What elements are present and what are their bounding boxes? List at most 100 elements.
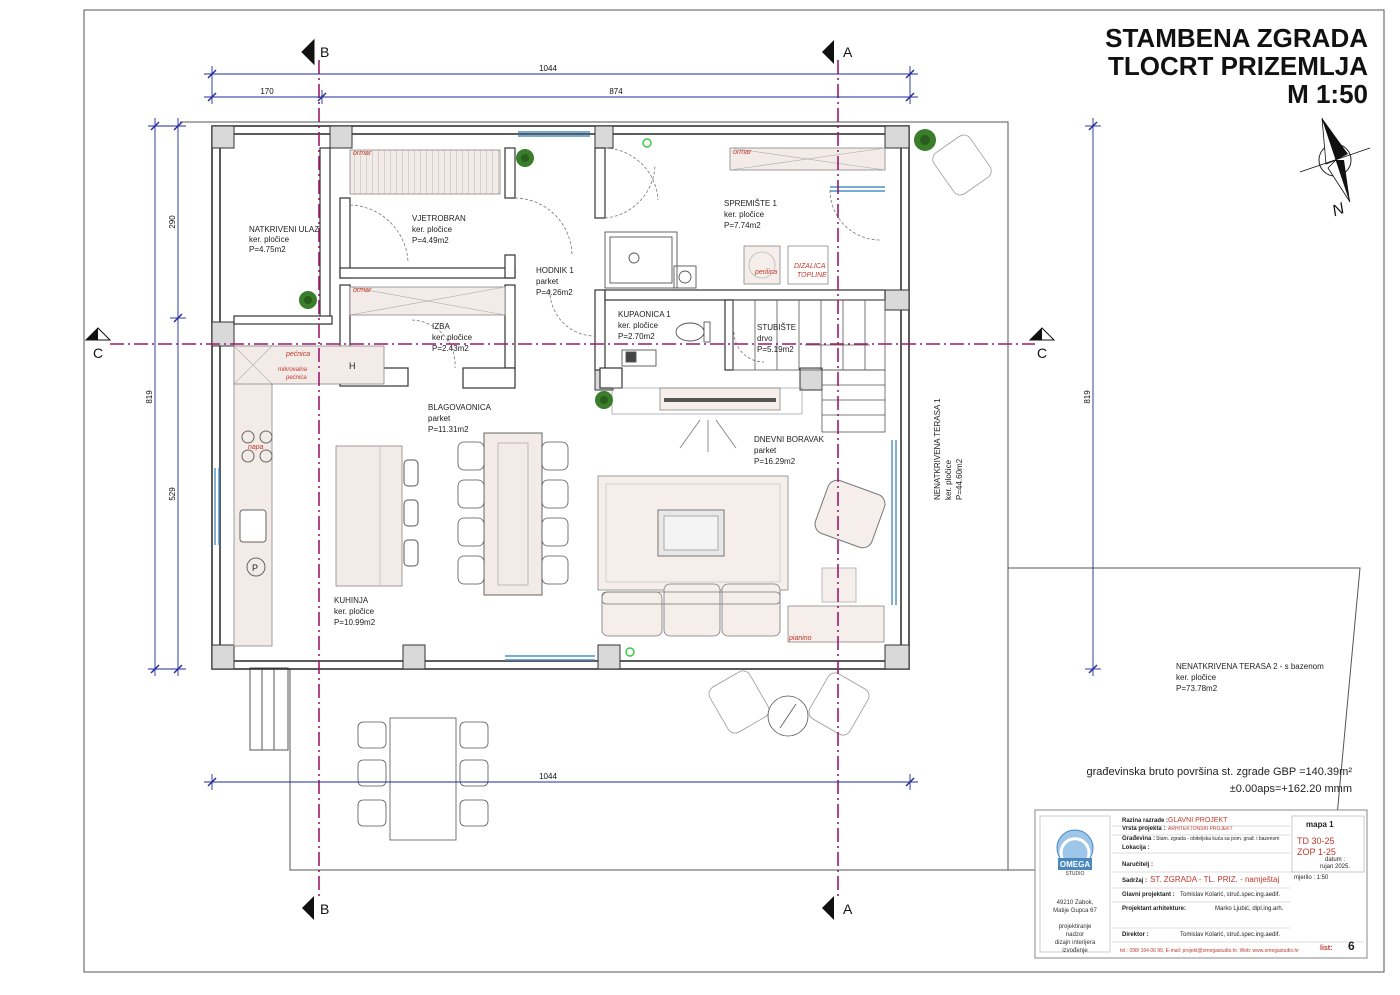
ormar-label-1: ormar <box>353 150 372 157</box>
sadrzaj-label: Sadržaj : <box>1122 878 1147 884</box>
section-a-bottom: A <box>843 901 853 917</box>
terrace1-labels: NENATKRIVENA TERASA 1 ker. pločice P=44.… <box>933 398 964 500</box>
section-b-bottom: B <box>320 901 329 917</box>
room-name-vjetrobran: VJETROBRAN <box>412 214 466 223</box>
firm-address-2: Matije Gupca 67 <box>1053 908 1097 914</box>
room-area-spremiste: P=7.74m2 <box>724 221 761 230</box>
room-area-dnevni: P=16.29m2 <box>754 457 796 466</box>
dim-top-right: 874 <box>609 87 623 96</box>
room-area-kuhinja: P=10.99m2 <box>334 618 376 627</box>
outdoor-furniture <box>357 134 992 841</box>
room-floor-terasa1: ker. pločice <box>944 459 953 500</box>
room-area-blagovaonica: P=11.31m2 <box>428 425 469 434</box>
room-name-hodnik: HODNIK 1 <box>536 266 574 275</box>
pecnica2-label: pećnica <box>285 375 307 381</box>
title-line-1: STAMBENA ZGRADA <box>1105 23 1368 53</box>
dim-top-left: 170 <box>260 87 274 96</box>
firm-services: projektiranje nadzor dizajn interijera i… <box>1055 924 1096 954</box>
room-name-terasa2: NENATKRIVENA TERASA 2 - s bazenom <box>1176 662 1324 671</box>
dimension-ticks <box>150 69 1098 787</box>
room-floor-blagovaonica: parket <box>428 414 451 423</box>
room-name-blagovaonica: BLAGOVAONICA <box>428 403 492 412</box>
section-a-top: A <box>843 44 853 60</box>
lights <box>625 138 652 657</box>
title-block-meta: mapa 1 TD 30-25 ZOP 1-25 datum : rujan 2… <box>1294 820 1355 953</box>
title-block-dividers <box>1112 825 1364 943</box>
storage-items <box>743 245 829 285</box>
room-floor-dnevni: parket <box>754 446 777 455</box>
td-number: TD 30-25 <box>1297 836 1335 846</box>
room-name-kupaonica: KUPAONICA 1 <box>618 310 671 319</box>
zop-number: ZOP 1-25 <box>1297 847 1336 857</box>
room-floor-kupaonica: ker. pločice <box>618 321 659 330</box>
step-outline <box>249 667 289 751</box>
list-value: 6 <box>1348 939 1355 953</box>
pecnica-label: pećnica <box>285 351 310 358</box>
title-block-fields: Razina razrade : GLAVNI PROJEKT Vrsta pr… <box>1120 817 1299 954</box>
room-name-izba: IZBA <box>432 322 450 331</box>
fireplace-rays <box>679 419 737 452</box>
ormar-label-2: ormar <box>353 287 372 294</box>
firm-sub: STUDIO <box>1066 871 1085 877</box>
gradevina-value: Stam. zgrada - obiteljska kuća sa pom. g… <box>1156 836 1279 842</box>
vrsta-value: ARHITEKTONSKI PROJEKT <box>1168 826 1233 832</box>
room-area-vjetrobran: P=4.49m2 <box>412 236 449 245</box>
proj-arh-value: Marko Ljubić, dipl.ing.arh. <box>1215 906 1284 912</box>
title-line-3: M 1:50 <box>1287 79 1368 109</box>
service-2: nadzor <box>1066 932 1084 938</box>
north-label: N <box>1330 200 1347 220</box>
p-label: P <box>252 563 258 573</box>
room-name-natkriveni: NATKRIVENI ULAZ <box>249 225 319 234</box>
wall-fills <box>211 125 910 670</box>
lokacija-label: Lokacija : <box>1122 845 1150 851</box>
narucitelj-label: Naručitelj : <box>1122 862 1153 868</box>
dim-bottom-total: 1044 <box>539 772 557 781</box>
dim-right-total: 819 <box>1083 390 1092 404</box>
section-c-left: C <box>93 345 103 361</box>
terrace-outline <box>180 121 1009 871</box>
closets <box>349 147 886 316</box>
service-1: projektiranje <box>1059 924 1092 930</box>
title-line-2: TLOCRT PRIZEMLJA <box>1108 51 1368 81</box>
outer-walls <box>211 125 910 670</box>
dining-table <box>457 432 569 596</box>
windows <box>214 131 897 661</box>
mjerilo: mjerilo : 1:50 <box>1294 875 1329 881</box>
service-4: izvođenje <box>1062 948 1088 954</box>
room-name-spremiste: SPREMIŠTE 1 <box>724 199 777 208</box>
h-label: H <box>349 361 356 371</box>
service-3: dizajn interijera <box>1055 940 1096 946</box>
omega-logo <box>1056 829 1094 870</box>
firm-name: OMEGA <box>1060 860 1090 869</box>
sheet-title: STAMBENA ZGRADA TLOCRT PRIZEMLJA M 1:50 <box>1105 24 1368 108</box>
vrsta-label: Vrsta projekta : <box>1122 826 1165 832</box>
sheet-border <box>83 9 1385 973</box>
room-name-terasa1: NENATKRIVENA TERASA 1 <box>933 398 942 500</box>
datum-label: datum : <box>1325 857 1345 863</box>
perilica-label: perilica <box>754 269 777 276</box>
room-area-terasa1: P=44.60m2 <box>955 458 964 500</box>
section-b-top: B <box>320 44 329 60</box>
room-floor-hodnik: parket <box>536 277 559 286</box>
list-label: list: <box>1320 945 1332 952</box>
gl-projektant-label: Glavni projektant : <box>1122 892 1175 898</box>
living-furniture <box>597 387 886 643</box>
room-area-stubiste: P=5.19m2 <box>757 345 794 354</box>
ormar-label-3: ormar <box>733 149 752 156</box>
staircase <box>732 299 886 433</box>
contact-line: tel.: 098/ 164 06 99, E-mail: projekt@om… <box>1120 948 1299 954</box>
room-floor-natkriveni: ker. pločice <box>249 235 290 244</box>
razina-label: Razina razrade : <box>1122 818 1168 824</box>
room-area-hodnik: P=4.26m2 <box>536 288 573 297</box>
section-c-right: C <box>1037 345 1047 361</box>
level-text: ±0.00aps=+162.20 mmm <box>1230 783 1352 795</box>
dizalica-label-1: DIZALICA <box>794 263 826 270</box>
room-floor-izba: ker. pločice <box>432 333 473 342</box>
room-area-natkriveni: P=4.75m2 <box>249 245 286 254</box>
room-floor-stubiste: drvo <box>757 334 773 343</box>
kitchen-counter <box>233 345 385 647</box>
plants <box>299 129 936 409</box>
room-name-dnevni: DNEVNI BORAVAK <box>754 435 825 444</box>
room-area-terasa2: P=73.78m2 <box>1176 684 1218 693</box>
